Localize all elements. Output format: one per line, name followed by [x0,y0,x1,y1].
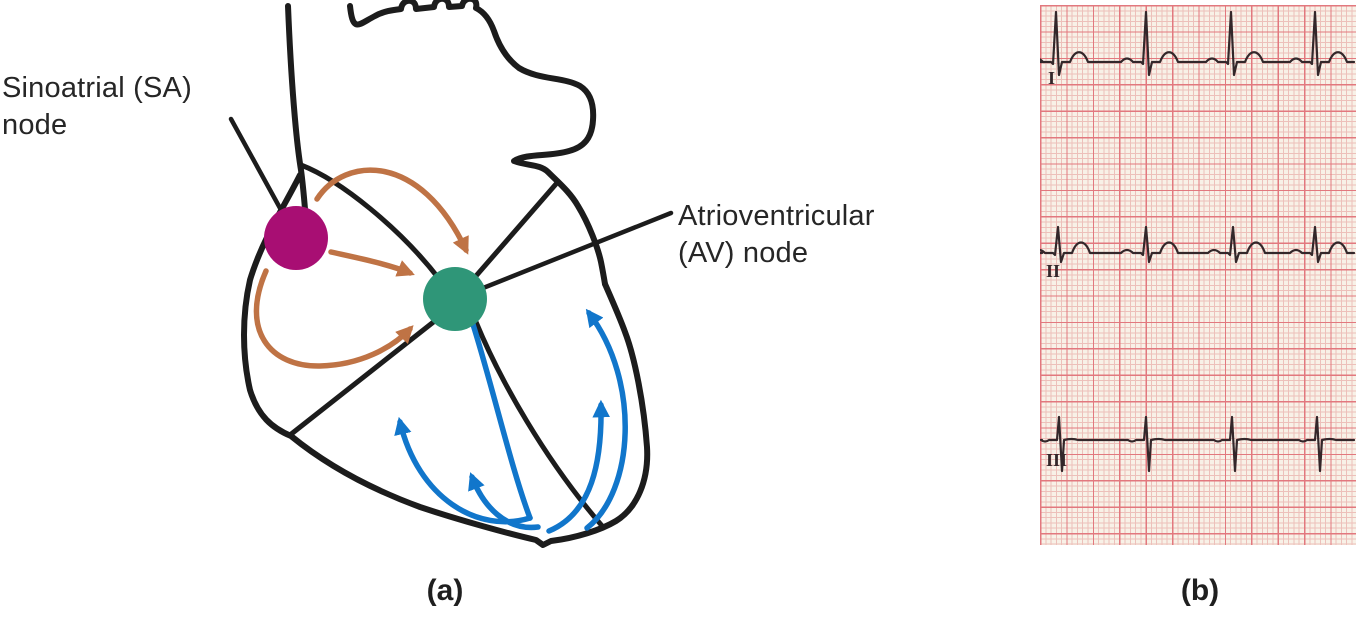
sa-node [264,206,328,270]
heart-outline-group [241,0,651,548]
heart-left-and-bottom-outline [241,172,651,548]
av-node-label: Atrioventricular (AV) node [678,198,875,272]
internodal-arrow-middle [328,249,415,277]
right-av-groove-line [466,181,559,287]
av-node [423,267,487,331]
ecg-trace-lead-II [1040,225,1356,264]
av-node-leader-line [450,210,674,303]
ecg-lead-label-II: II [1046,261,1061,281]
av-bundle-line [468,315,533,521]
ventricular-arrows-group [394,308,628,534]
internodal-arrows-group [253,167,469,369]
ecg-traces [1040,10,1356,473]
purkinje-arrow-right [584,308,628,531]
ecg-paper: I II III [1040,5,1356,545]
sa-node-label: Sinoatrial (SA) node [2,70,192,144]
av-node-label-line2: (AV) node [678,237,809,269]
sa-node-label-line2: node [2,109,68,141]
caption-b: (b) [1180,574,1220,607]
ecg-trace-lead-I [1040,10,1356,77]
ecg-lead-label-I: I [1048,68,1056,88]
great-vessels-outline [347,0,608,287]
av-node-label-line1: Atrioventricular [678,200,875,232]
internodal-arrow-lower [253,268,414,369]
internodal-arrow-upper [314,167,469,255]
ecg-lead-label-III: III [1046,450,1068,470]
sa-node-label-line1: Sinoatrial (SA) [2,72,192,104]
ecg-trace-lead-III [1040,415,1356,473]
purkinje-arrow-mid-left [468,472,541,531]
purkinje-arrow-mid-right [546,399,611,534]
caption-a: (a) [426,574,464,607]
aorta-outline [285,3,308,212]
left-av-groove-line [287,317,439,438]
atrioventricular-groove-line [298,162,443,283]
heart-diagram [228,0,674,548]
